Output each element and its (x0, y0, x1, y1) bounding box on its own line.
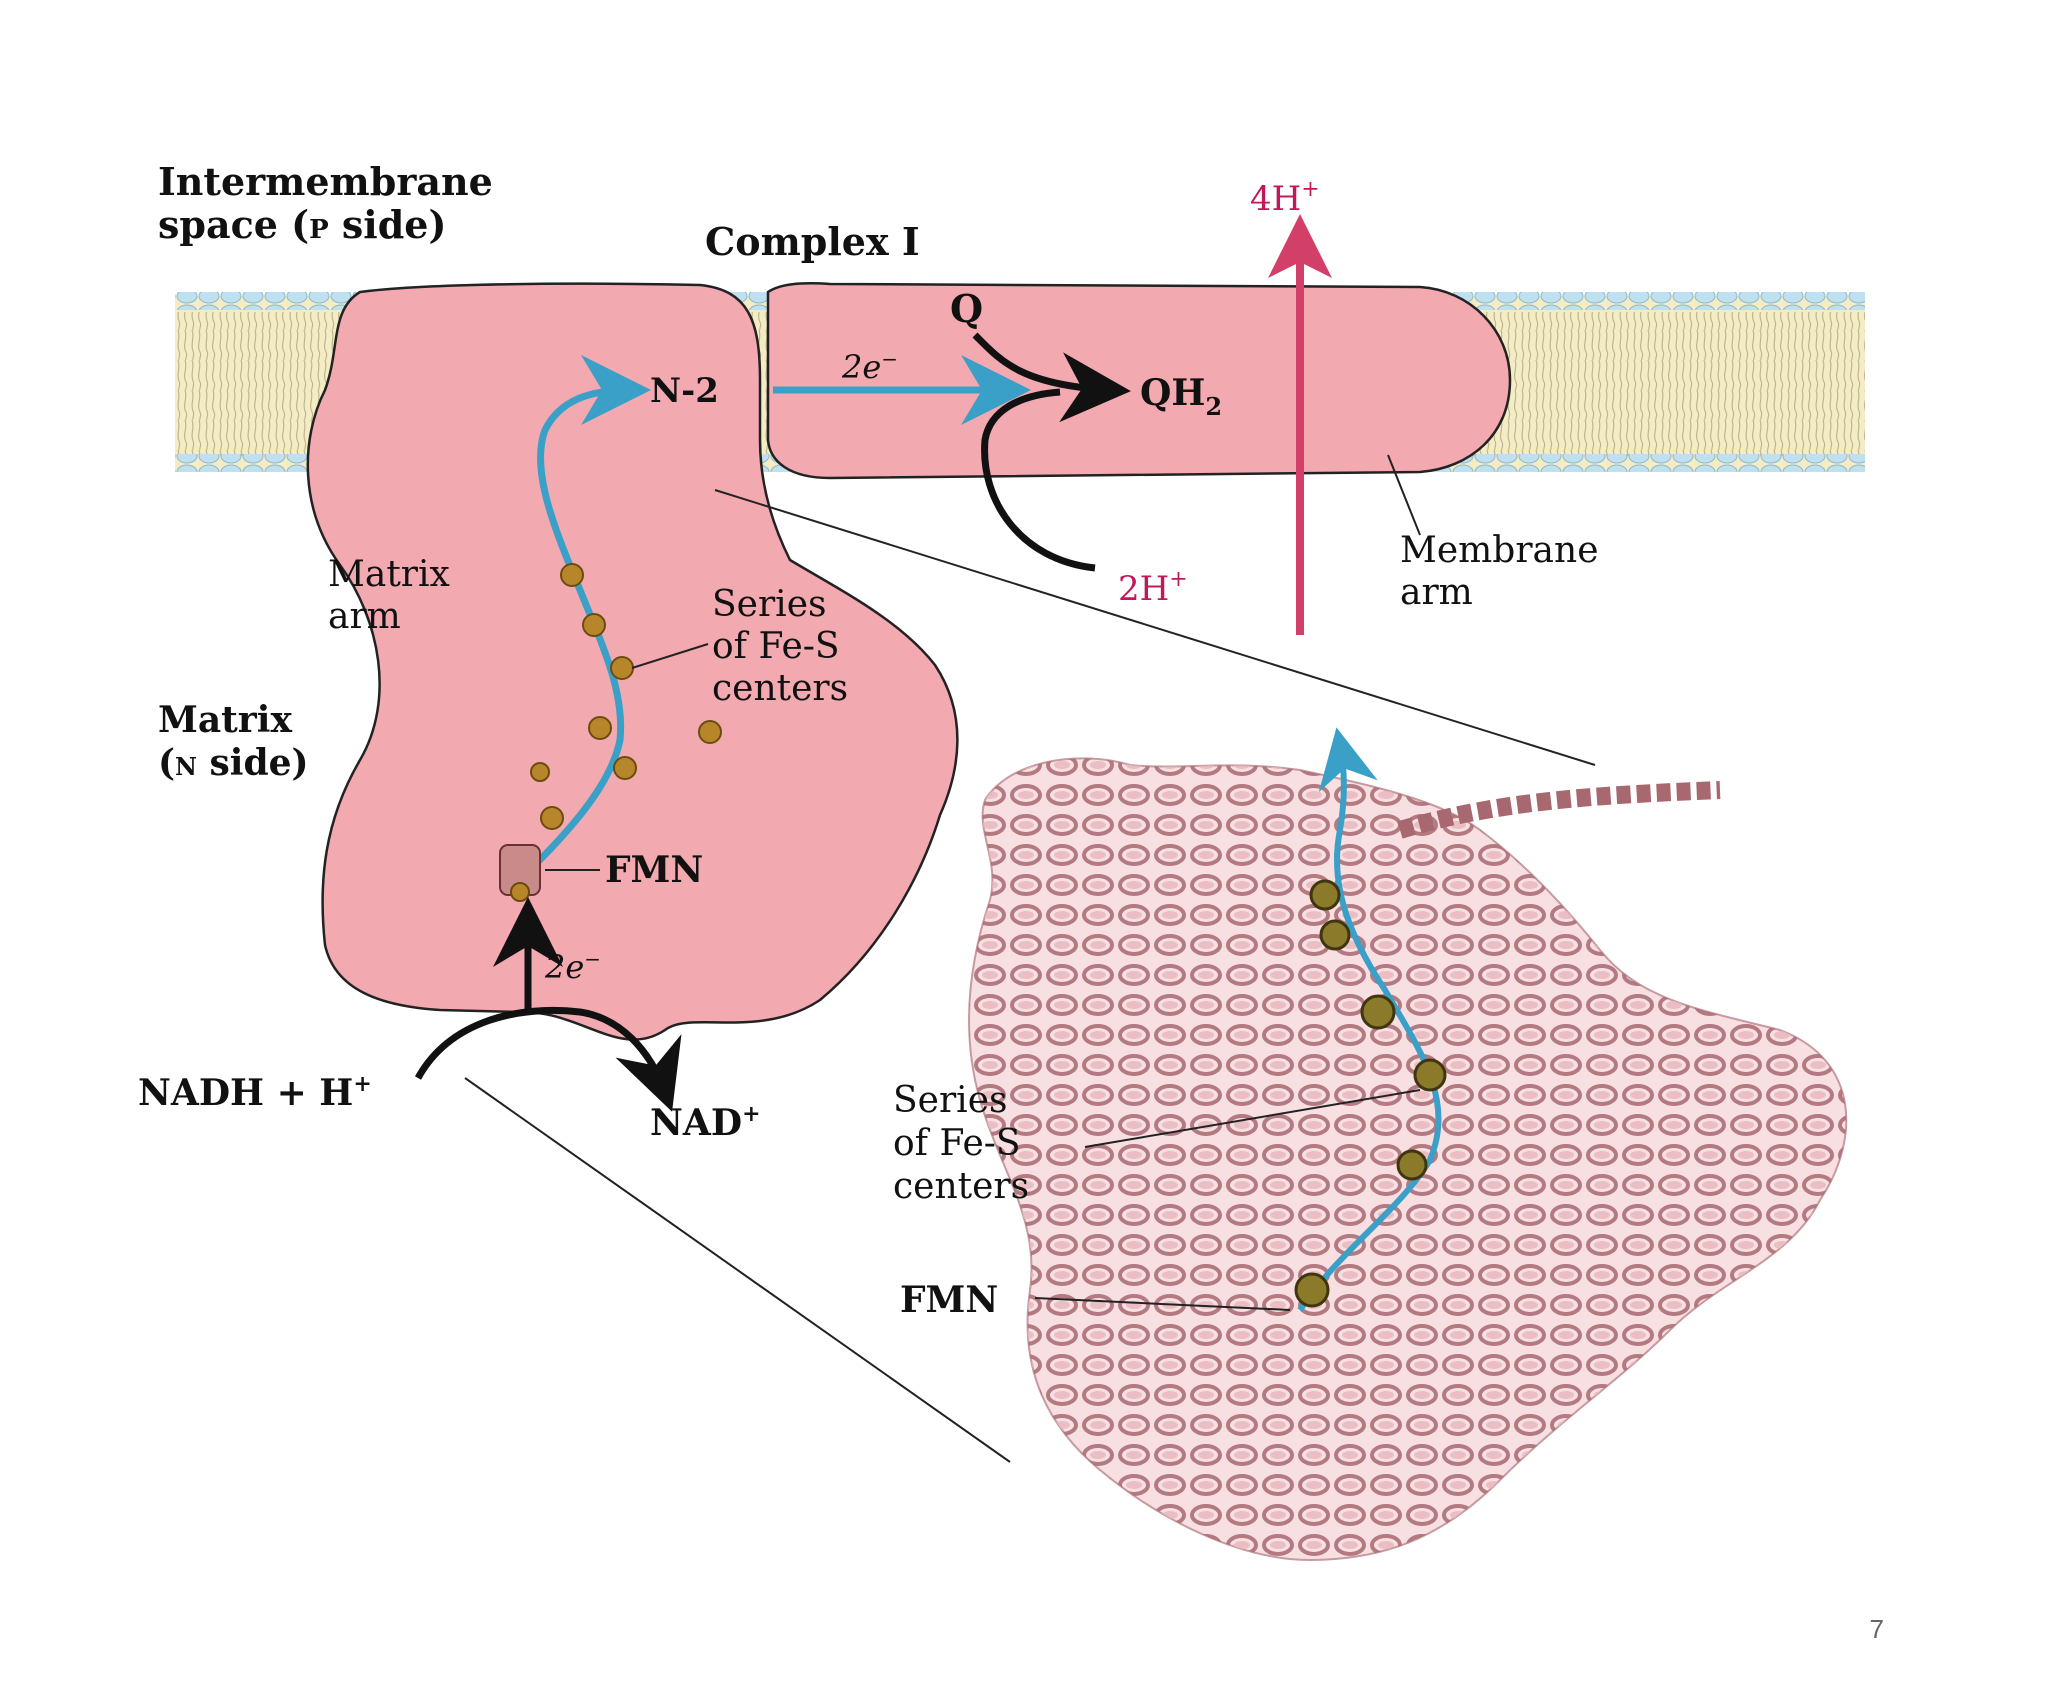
structure-fmn-label: FMN (900, 1279, 998, 1321)
n2-label: N-2 (650, 371, 719, 411)
nad-label: NAD+ (650, 1101, 761, 1144)
quinone-label: Q (950, 286, 983, 331)
electrons-membrane-label: 2e− (841, 347, 898, 386)
series-label-3: centers (712, 668, 848, 709)
matrix-side-label-1: Matrix (158, 699, 292, 741)
zoom-line-top (714, 489, 1596, 766)
intermembrane-label-1: Intermembrane (158, 159, 493, 204)
matrix-arm-shape (306, 282, 959, 1041)
membrane-arm-shape (766, 282, 1512, 480)
nadh-to-nad-arrow (414, 1006, 682, 1112)
fe-s-leader (631, 643, 709, 669)
zoom-line-bottom (464, 1077, 1011, 1463)
q-reduction-arrow (972, 332, 1131, 423)
fmn-cluster (499, 844, 600, 902)
complex-title: Complex I (705, 219, 920, 264)
structure-series-label-1: Series (893, 1080, 1007, 1121)
structure-series-label-2: of Fe-S (893, 1123, 1021, 1164)
structure-series-leader (1084, 1089, 1421, 1148)
membrane-arm-label-2: arm (1400, 572, 1473, 613)
structure-electron-path (1297, 727, 1442, 1312)
electron-path (517, 355, 651, 883)
series-label-2: of Fe-S (712, 626, 840, 667)
intermembrane-label-2: space (P side) (158, 202, 446, 247)
series-label-1: Series (712, 584, 826, 625)
proton-uptake-arrow (981, 388, 1096, 572)
fe-s-centers (530, 563, 722, 830)
membrane-arm-label-1: Membrane (1400, 530, 1599, 571)
structure-fe-s-centers (1294, 879, 1447, 1308)
protons-matrix-label: 2H+ (1118, 567, 1188, 609)
structure-series-label-3: centers (893, 1166, 1029, 1207)
matrix-side-label-2: (N side) (158, 742, 309, 784)
proton-out-label: 4H+ (1250, 177, 1320, 219)
matrix-arm-label-2: arm (328, 596, 401, 637)
fmn-label: FMN (605, 849, 703, 891)
electrons-nadh-label: 2e− (544, 947, 601, 986)
structure-fmn-leader (1034, 1297, 1291, 1311)
membrane-arm-leader (1387, 454, 1421, 536)
nadh-label: NADH + H+ (138, 1071, 372, 1114)
quinol-label: QH2 (1140, 372, 1222, 421)
page-number: 7 (1869, 1614, 1884, 1644)
matrix-arm-label-1: Matrix (328, 554, 450, 595)
